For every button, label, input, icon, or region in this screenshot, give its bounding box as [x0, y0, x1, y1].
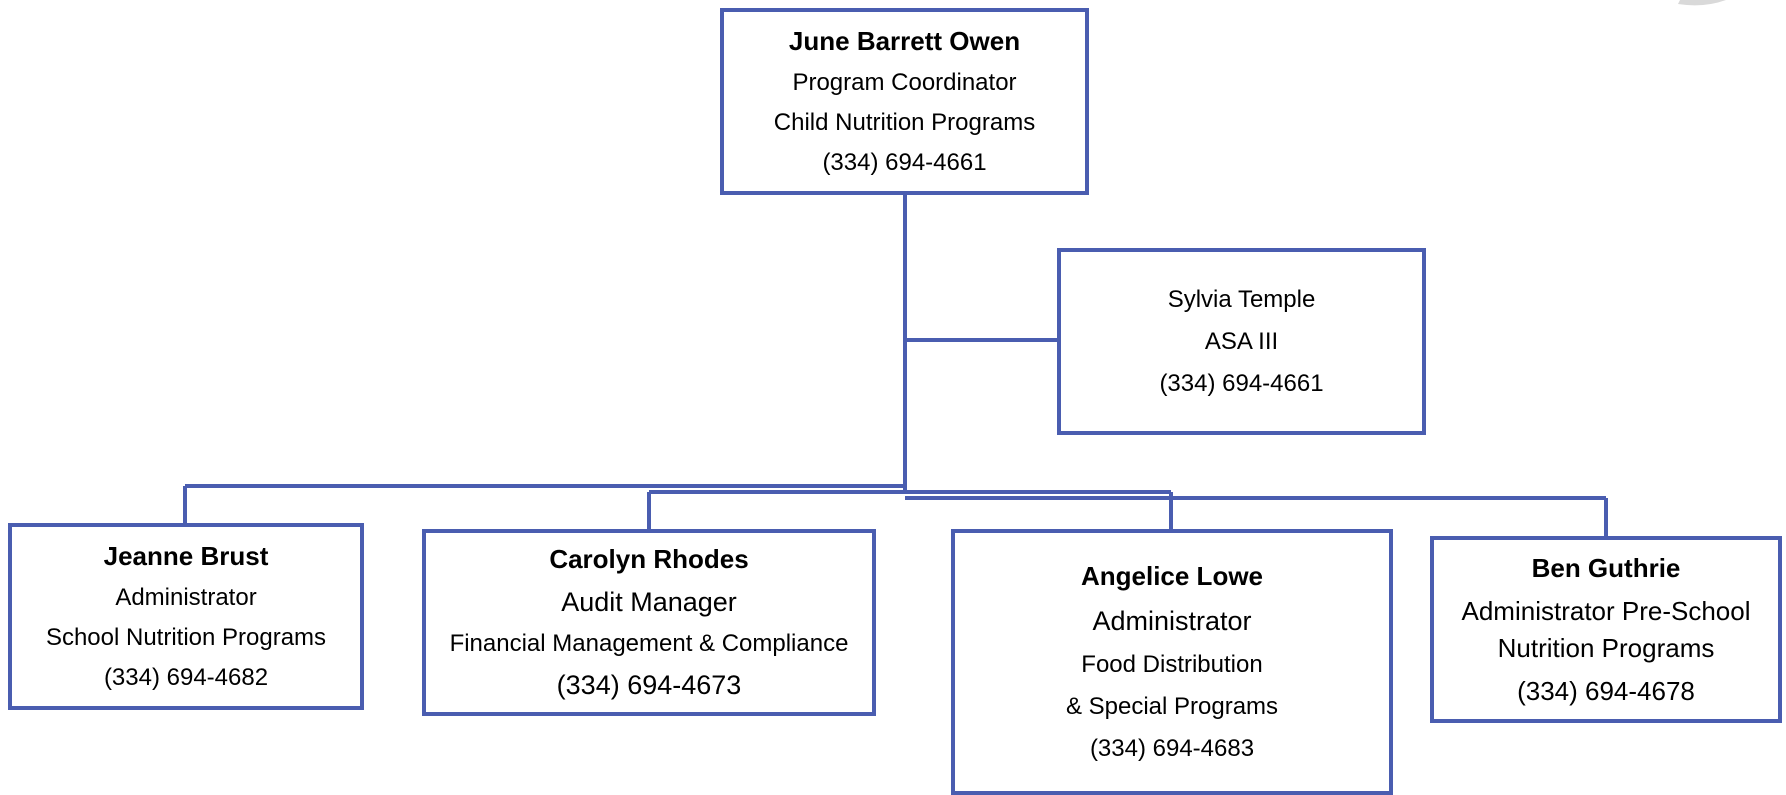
job-title: Audit Manager — [561, 587, 737, 617]
phone-number: (334) 694-4683 — [1089, 735, 1255, 762]
job-title: Administrator Pre-School — [1461, 595, 1751, 626]
corner-logo-graphic — [1678, 0, 1726, 6]
department: Child Nutrition Programs — [773, 109, 1036, 136]
person-name: Carolyn Rhodes — [549, 544, 749, 574]
job-title: Administrator — [1092, 606, 1252, 636]
org-box-assistant: Sylvia Temple ASA III (334) 694-4661 — [1057, 248, 1426, 435]
org-box-report-3: Angelice Lowe Administrator Food Distrib… — [951, 529, 1393, 795]
assistant-name: Sylvia Temple — [1167, 285, 1316, 313]
department: Nutrition Programs — [1497, 632, 1715, 663]
department: School Nutrition Programs — [45, 624, 327, 651]
org-box-report-4: Ben Guthrie Administrator Pre-School Nut… — [1430, 536, 1782, 723]
phone-number: (334) 694-4682 — [103, 664, 269, 691]
department: Food Distribution — [1081, 651, 1263, 678]
org-box-report-1: Jeanne Brust Administrator School Nutrit… — [8, 523, 364, 710]
person-name: Ben Guthrie — [1531, 552, 1681, 583]
job-title: Program Coordinator — [792, 69, 1017, 96]
job-title: Administrator — [115, 584, 257, 611]
phone-number: (334) 694-4678 — [1517, 675, 1695, 706]
job-title: ASA III — [1204, 327, 1279, 355]
phone-number: (334) 694-4661 — [822, 149, 987, 176]
person-name: Jeanne Brust — [103, 541, 269, 571]
phone-number: (334) 694-4661 — [1159, 369, 1324, 397]
phone-number: (334) 694-4673 — [556, 670, 742, 700]
org-box-coordinator: June Barrett Owen Program Coordinator Ch… — [720, 8, 1089, 195]
person-name: June Barrett Owen — [788, 26, 1021, 56]
department: Financial Management & Compliance — [449, 630, 849, 657]
org-box-report-2: Carolyn Rhodes Audit Manager Financial M… — [422, 529, 876, 716]
department-continued: & Special Programs — [1065, 693, 1279, 720]
person-name: Angelice Lowe — [1080, 561, 1264, 591]
